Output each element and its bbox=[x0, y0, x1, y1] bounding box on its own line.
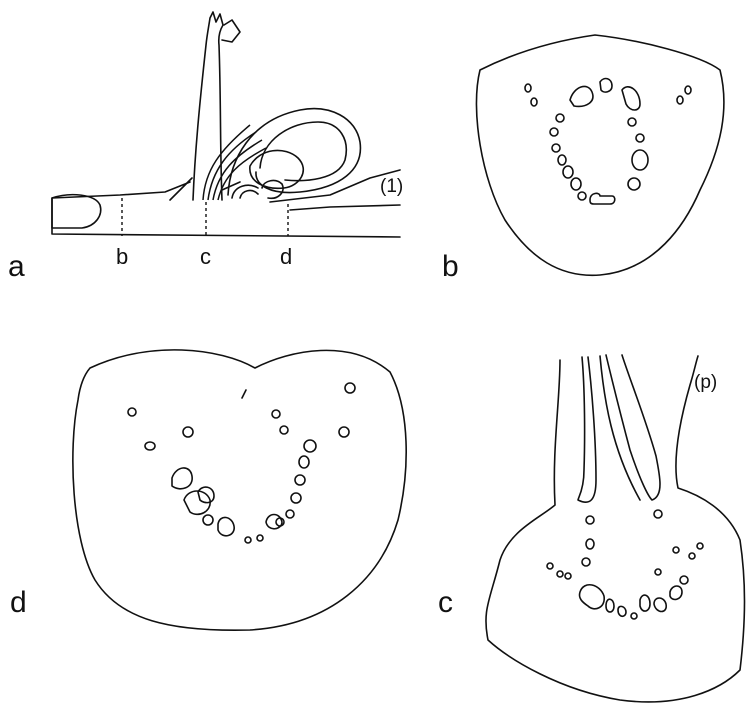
cut-label-c: c bbox=[200, 244, 211, 269]
section-outline bbox=[476, 35, 723, 275]
annotation-p: (p) bbox=[694, 372, 717, 393]
vascular-ring bbox=[525, 79, 691, 204]
terminal-bud bbox=[52, 195, 101, 228]
vascular-arc bbox=[128, 383, 355, 543]
section-outline bbox=[486, 356, 745, 702]
petiole-edge bbox=[600, 356, 640, 500]
axillary-bud-small bbox=[232, 185, 258, 198]
cut-label-d: d bbox=[280, 244, 292, 269]
panel-letter-c: c bbox=[438, 586, 453, 619]
panel-c-cross-section: (p) c bbox=[438, 355, 745, 702]
cut-label-b: b bbox=[116, 244, 128, 269]
section-outline bbox=[73, 350, 406, 630]
axillary-bud bbox=[250, 150, 303, 188]
panel-d-cross-section: d bbox=[10, 350, 406, 630]
panel-letter-a: a bbox=[8, 250, 25, 283]
vascular-arc bbox=[547, 510, 703, 619]
petiole bbox=[193, 12, 223, 200]
petiole-strand-left bbox=[578, 357, 596, 502]
panel-letter-d: d bbox=[10, 586, 27, 619]
axillary-loop-outer bbox=[228, 109, 360, 195]
panel-b-cross-section: b bbox=[442, 35, 724, 283]
small-lobe bbox=[262, 181, 283, 199]
panel-a-longitudinal-view: b c d (1) a bbox=[8, 12, 403, 283]
short-tick bbox=[242, 390, 246, 398]
petiole-strand-right bbox=[606, 355, 660, 500]
panel-letter-b: b bbox=[442, 250, 459, 283]
annotation-1: (1) bbox=[380, 176, 403, 197]
petiole-tip bbox=[222, 20, 240, 42]
